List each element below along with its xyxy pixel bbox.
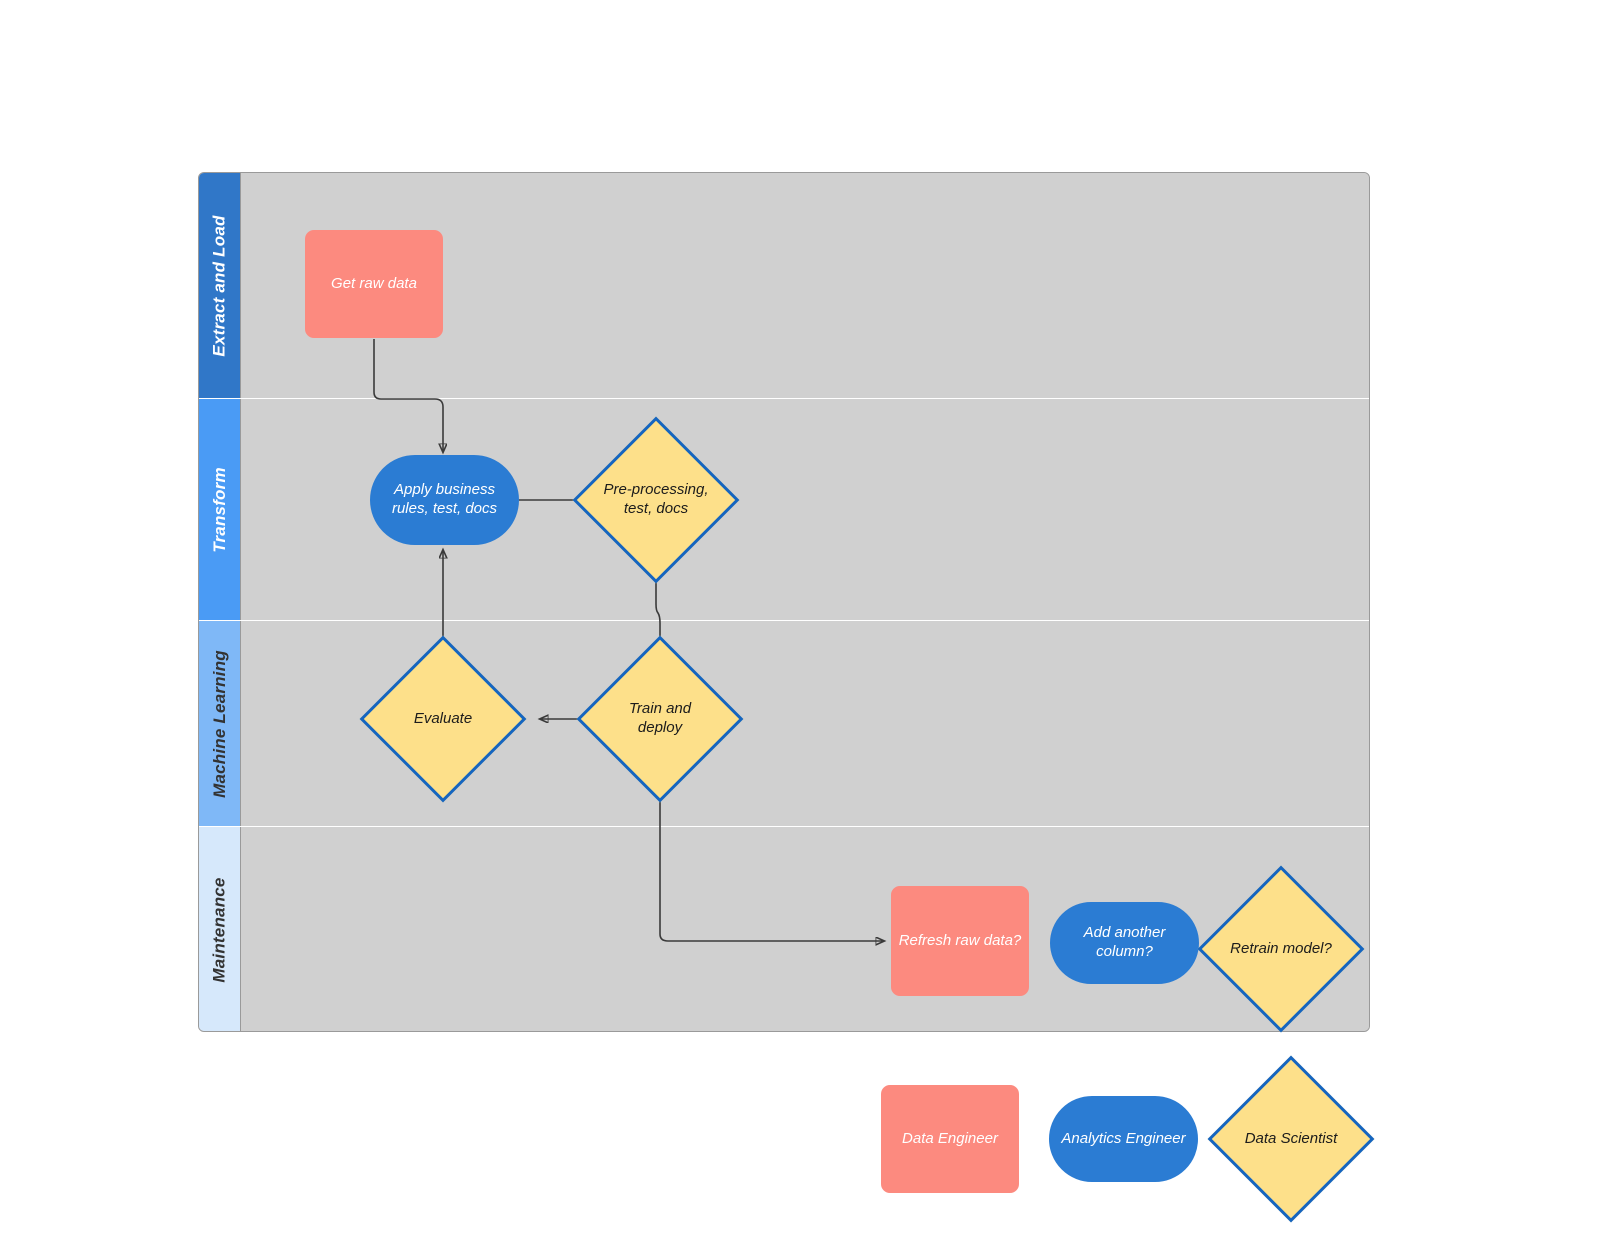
node-label: Retrain model?	[1230, 939, 1332, 957]
node-label: Get raw data	[331, 274, 417, 292]
node-label: Train and deploy	[628, 700, 692, 736]
node-label: Evaluate	[413, 709, 473, 727]
node-get-raw-data[interactable]: Get raw data	[305, 230, 443, 338]
node-label: Add another column?	[1083, 924, 1166, 960]
node-train-deploy[interactable]: Train and deploy	[576, 635, 744, 803]
legend-item-analytics-engineer: Analytics Engineer	[1049, 1096, 1198, 1182]
legend-label: Data Scientist	[1244, 1129, 1338, 1147]
legend-item-data-scientist: Data Scientist	[1207, 1055, 1375, 1223]
lane-header-transform: Transform	[199, 399, 241, 620]
node-label: Refresh raw data?	[898, 931, 1022, 949]
legend-item-data-engineer: Data Engineer	[881, 1085, 1019, 1193]
node-label: Pre-processing, test, docs	[603, 481, 709, 517]
lane-header-machine-learning: Machine Learning	[199, 621, 241, 826]
node-label: Apply business rules, test, docs	[391, 481, 498, 517]
lane-header-extract-and-load: Extract and Load	[199, 173, 241, 398]
legend-label: Analytics Engineer	[1061, 1129, 1186, 1147]
lane-header-maintenance: Maintenance	[199, 827, 241, 1031]
node-apply-rules[interactable]: Apply business rules, test, docs	[370, 455, 519, 545]
node-evaluate[interactable]: Evaluate	[359, 635, 527, 803]
node-refresh-raw-data[interactable]: Refresh raw data?	[891, 886, 1029, 996]
node-pre-processing[interactable]: Pre-processing, test, docs	[572, 416, 740, 584]
legend-label: Data Engineer	[902, 1129, 998, 1147]
node-add-column[interactable]: Add another column?	[1050, 902, 1199, 984]
node-retrain-model[interactable]: Retrain model?	[1197, 865, 1365, 1033]
